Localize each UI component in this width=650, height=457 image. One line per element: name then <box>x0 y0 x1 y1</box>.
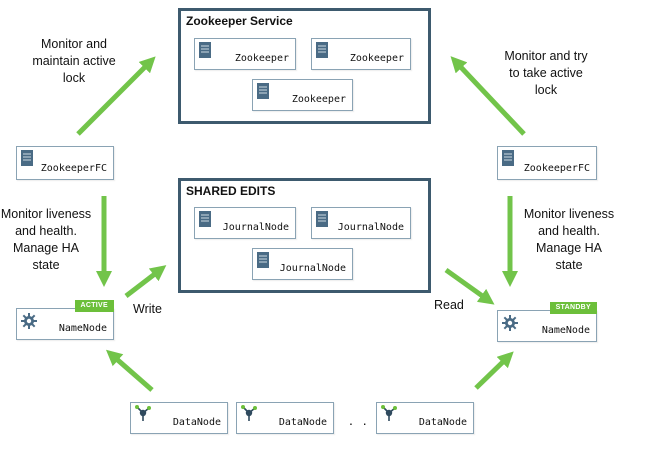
left-monitor-lock-note: Monitor and maintain active lock <box>32 37 116 85</box>
server-icon <box>199 211 211 227</box>
zookeeper-node-label: Zookeeper <box>234 53 289 64</box>
active-namenode-label: NameNode <box>58 323 107 334</box>
zookeeper-node[interactable]: Zookeeper <box>194 38 296 70</box>
left-monitor-health-note: Monitor liveness and health. Manage HA s… <box>0 207 92 272</box>
server-icon <box>199 42 211 58</box>
right-zookeeperfc-node[interactable]: ZookeeperFC <box>497 146 597 180</box>
right-monitor-lock-note: Monitor and try to take active lock <box>504 49 588 97</box>
zookeeper-node-label: Zookeeper <box>291 94 346 105</box>
datanode-label: DataNode <box>278 417 327 428</box>
left-zookeeperfc-label: ZookeeperFC <box>40 163 107 174</box>
network-node-icon <box>381 405 397 421</box>
server-icon <box>502 150 514 166</box>
arrow-datanode-to-standby-namenode <box>474 351 514 390</box>
server-icon <box>316 42 328 58</box>
zookeeper-node-label: Zookeeper <box>349 53 404 64</box>
shared-edits-title: SHARED EDITS <box>186 184 276 198</box>
arrow-datanode-to-active-namenode <box>105 349 154 392</box>
datanode-label: DataNode <box>172 417 221 428</box>
journalnode[interactable]: JournalNode <box>311 207 411 239</box>
left-zookeeperfc-node[interactable]: ZookeeperFC <box>16 146 114 180</box>
arrow-left-zkfc-to-zookeeper <box>76 56 156 136</box>
gear-icon <box>502 315 518 331</box>
datanode[interactable]: DataNode <box>130 402 228 434</box>
journalnode[interactable]: JournalNode <box>194 207 296 239</box>
ellipsis: . . <box>349 412 370 428</box>
standby-namenode[interactable]: STANDBY NameNode <box>497 302 597 342</box>
journalnode-label: JournalNode <box>279 263 346 274</box>
arrow-right-zkfc-to-zookeeper <box>450 56 526 136</box>
network-node-icon <box>241 405 257 421</box>
right-monitor-health-note: Monitor liveness and health. Manage HA s… <box>523 207 615 272</box>
zookeeper-service-title: Zookeeper Service <box>186 14 293 28</box>
active-namenode[interactable]: ACTIVE NameNode <box>16 300 114 340</box>
standby-status-badge: STANDBY <box>549 302 597 314</box>
journalnode-label: JournalNode <box>222 222 289 233</box>
journalnode-label: JournalNode <box>337 222 404 233</box>
write-label: Write <box>133 302 162 316</box>
standby-namenode-label: NameNode <box>541 325 590 336</box>
datanode[interactable]: DataNode <box>376 402 474 434</box>
read-label: Read <box>434 298 464 312</box>
datanode[interactable]: DataNode <box>236 402 334 434</box>
datanode-label: DataNode <box>418 417 467 428</box>
arrow-read <box>444 267 495 305</box>
active-status-badge: ACTIVE <box>74 300 114 312</box>
network-node-icon <box>135 405 151 421</box>
zookeeper-node[interactable]: Zookeeper <box>252 79 353 111</box>
right-zookeeperfc-label: ZookeeperFC <box>523 163 590 174</box>
zookeeper-node[interactable]: Zookeeper <box>311 38 411 70</box>
server-icon <box>257 252 269 268</box>
server-icon <box>21 150 33 166</box>
server-icon <box>316 211 328 227</box>
journalnode[interactable]: JournalNode <box>252 248 353 280</box>
arrow-write <box>124 265 167 298</box>
server-icon <box>257 83 269 99</box>
gear-icon <box>21 313 37 329</box>
